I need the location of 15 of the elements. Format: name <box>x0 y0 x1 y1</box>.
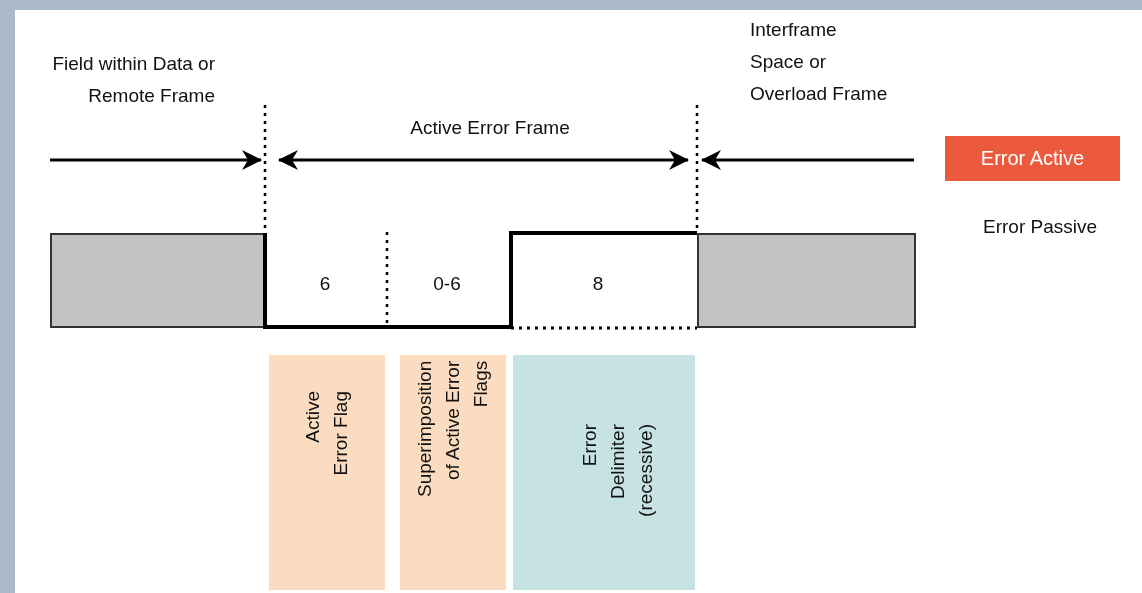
field-band <box>269 355 385 590</box>
field-band <box>400 355 506 590</box>
state-text: Error Active <box>979 146 1086 171</box>
frame-label: Active Error Frame <box>409 116 571 140</box>
state-label: Error Passive <box>982 215 1098 239</box>
bit-count: 6 <box>318 272 332 296</box>
frame-label: Field within Data or Remote Frame <box>51 52 215 108</box>
field-name: Superimposition of Active Error Flags <box>413 360 492 497</box>
bit-count: 8 <box>591 272 605 296</box>
field-name: Error Delimiter (recessive) <box>578 424 657 519</box>
field-name: Active Error Flag <box>301 391 352 477</box>
field-band <box>513 355 695 590</box>
state-badge <box>945 136 1120 181</box>
frame-label: Interframe Space or Overload Frame <box>750 18 889 106</box>
bit-count: 0-6 <box>432 272 462 296</box>
